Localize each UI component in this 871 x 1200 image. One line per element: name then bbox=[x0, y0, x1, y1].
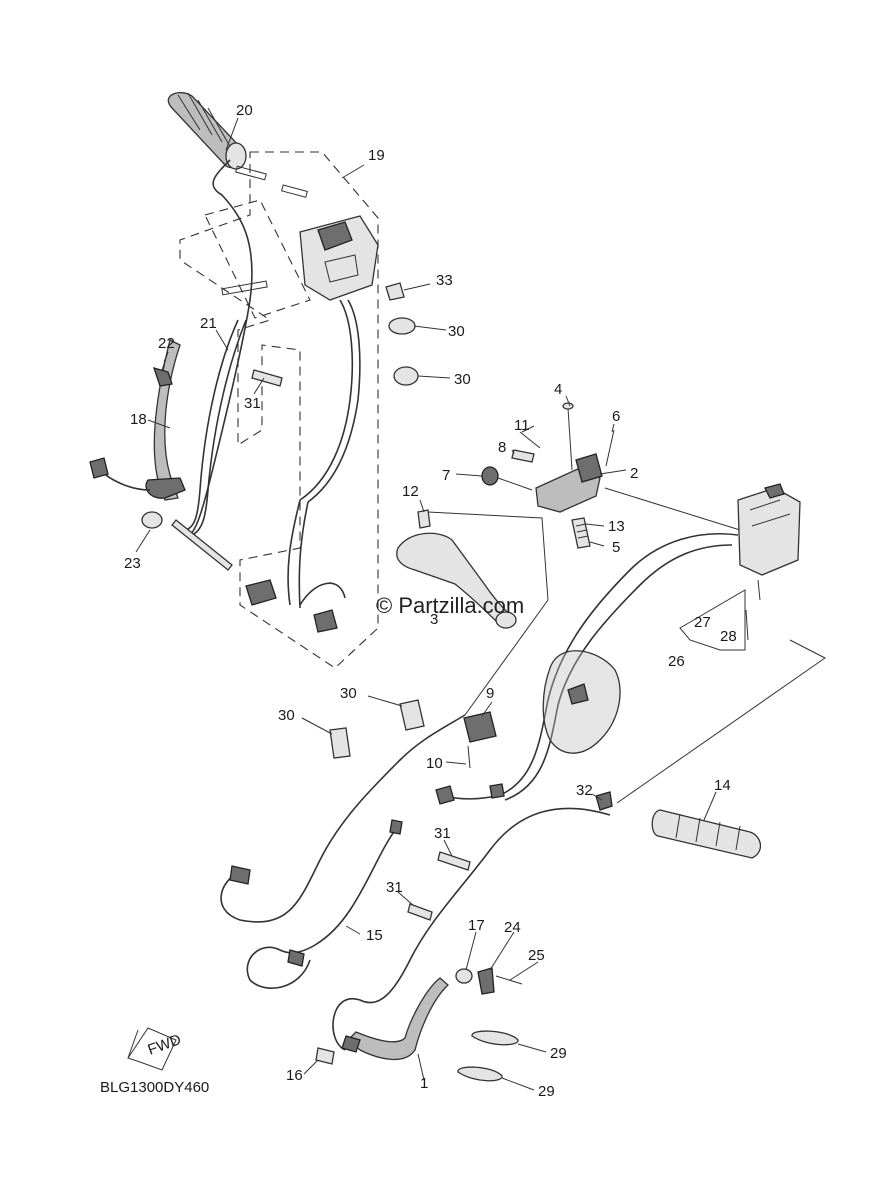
callout-leaders bbox=[135, 117, 717, 1091]
callout-labels: 20 19 33 30 30 21 22 31 18 23 4 6 11 8 7… bbox=[124, 102, 737, 1100]
assembly-outline-19 bbox=[179, 151, 379, 669]
callout-29-a: 29 bbox=[550, 1045, 567, 1062]
callout-12: 12 bbox=[402, 483, 419, 500]
fitting-part-23 bbox=[141, 511, 163, 529]
forward-direction-arrow: FWD bbox=[127, 1027, 184, 1071]
right-grip-part-14 bbox=[595, 791, 762, 859]
callout-26: 26 bbox=[668, 653, 685, 670]
callout-30-b: 30 bbox=[454, 371, 471, 388]
part-25 bbox=[495, 975, 523, 985]
callout-25: 25 bbox=[528, 947, 545, 964]
callout-31-b: 31 bbox=[434, 825, 451, 842]
screw-part-6 bbox=[605, 429, 615, 467]
part-17 bbox=[455, 968, 473, 984]
bushing-part-30-b bbox=[393, 366, 419, 386]
callout-21: 21 bbox=[200, 315, 217, 332]
clip-part-31-mid bbox=[437, 851, 471, 871]
callout-27: 27 bbox=[694, 614, 711, 631]
callout-29-b: 29 bbox=[538, 1083, 555, 1100]
part-13-5 bbox=[571, 517, 591, 549]
bushing-part-30-a bbox=[388, 317, 416, 335]
part-8 bbox=[511, 449, 535, 463]
callout-10: 10 bbox=[426, 755, 443, 772]
right-handlebar-switch-part-26 bbox=[737, 483, 801, 641]
assembly-outline-26 bbox=[604, 487, 826, 804]
clip-part-31-low bbox=[407, 903, 433, 921]
callout-20: 20 bbox=[236, 102, 253, 119]
left-grip-part-20 bbox=[167, 92, 247, 170]
callout-24: 24 bbox=[504, 919, 521, 936]
bolt-part-4 bbox=[562, 402, 574, 471]
callout-28: 28 bbox=[720, 628, 737, 645]
band-part-29-a bbox=[471, 1030, 519, 1046]
bushing-part-30-d bbox=[329, 727, 351, 759]
callout-8: 8 bbox=[498, 439, 506, 456]
callout-30-c: 30 bbox=[340, 685, 357, 702]
part-12 bbox=[417, 509, 431, 529]
callout-22: 22 bbox=[158, 335, 175, 352]
brake-lever-part-3 bbox=[396, 511, 549, 629]
part-16 bbox=[315, 1047, 335, 1065]
diagram-code: BLG1300DY460 bbox=[100, 1079, 209, 1096]
lever-holder-part-2 bbox=[535, 453, 603, 513]
clutch-cable-part-18 bbox=[89, 339, 186, 501]
callout-18: 18 bbox=[130, 411, 147, 428]
tie-small-left bbox=[171, 519, 233, 571]
callout-2: 2 bbox=[630, 465, 638, 482]
band-part-29-b bbox=[457, 1066, 503, 1082]
fwd-label: FWD bbox=[146, 1031, 184, 1059]
callout-6: 6 bbox=[612, 408, 620, 425]
bushing-part-33 bbox=[385, 282, 405, 301]
left-handlebar-switch bbox=[221, 165, 379, 503]
part-7 bbox=[481, 466, 533, 491]
callout-17: 17 bbox=[468, 917, 485, 934]
bushing-part-30-c bbox=[399, 699, 425, 731]
part-24 bbox=[477, 967, 495, 995]
switch-part-9 bbox=[463, 599, 549, 769]
callout-9: 9 bbox=[486, 685, 494, 702]
callout-33: 33 bbox=[436, 272, 453, 289]
cable-part-1 bbox=[341, 977, 449, 1061]
watermark-text: © Partzilla.com bbox=[376, 593, 524, 618]
callout-5: 5 bbox=[612, 539, 620, 556]
left-switch-harness bbox=[189, 159, 346, 633]
callout-13: 13 bbox=[608, 518, 625, 535]
callout-14: 14 bbox=[714, 777, 731, 794]
screw-part-11 bbox=[519, 431, 541, 449]
callout-7: 7 bbox=[442, 467, 450, 484]
cable-part-21 bbox=[184, 319, 247, 536]
clip-part-31-upper bbox=[251, 369, 283, 387]
callout-4: 4 bbox=[554, 381, 562, 398]
callout-23: 23 bbox=[124, 555, 141, 572]
callout-1: 1 bbox=[420, 1075, 428, 1092]
right-switch-harness bbox=[435, 532, 739, 805]
callout-19: 19 bbox=[368, 147, 385, 164]
callout-30-d: 30 bbox=[278, 707, 295, 724]
callout-32: 32 bbox=[576, 782, 593, 799]
callout-15: 15 bbox=[366, 927, 383, 944]
callout-30-a: 30 bbox=[448, 323, 465, 340]
callout-3: 3 bbox=[430, 611, 438, 628]
callout-31-c: 31 bbox=[386, 879, 403, 896]
callout-16: 16 bbox=[286, 1067, 303, 1084]
callout-31-a: 31 bbox=[244, 395, 261, 412]
callout-11: 11 bbox=[514, 417, 530, 434]
throttle-cable-part-15 bbox=[220, 714, 611, 1051]
